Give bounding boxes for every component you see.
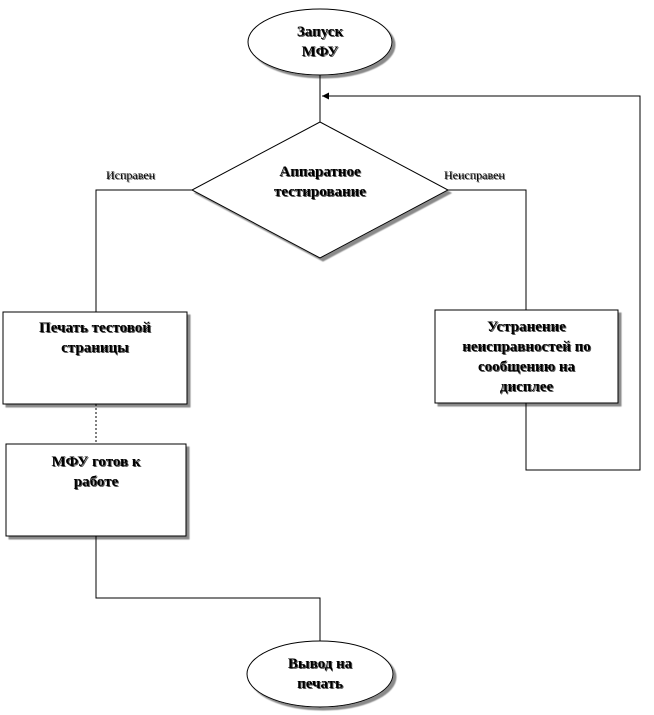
test-label: Аппаратное тестирование [274,164,366,200]
connector-fix-loop-back [322,92,641,471]
print-test-process [2,311,188,405]
fault-edge-label: Неисправен [444,168,505,182]
print-test-label: Печать тестовой страницы [39,320,151,356]
ok-edge-label: Исправен [106,168,156,182]
connector-ok-branch [95,189,192,312]
ready-label: МФУ готов к работе [51,454,141,490]
start-label: Запуск МФУ [296,24,344,60]
output-label: Вывод на печать [287,656,353,692]
connector-ready-output [95,536,321,641]
test-decision [190,121,450,259]
fix-label: Устранение неисправностей по сообщению н… [462,319,591,395]
connector-fault-branch [448,189,527,310]
ready-process [5,443,187,537]
